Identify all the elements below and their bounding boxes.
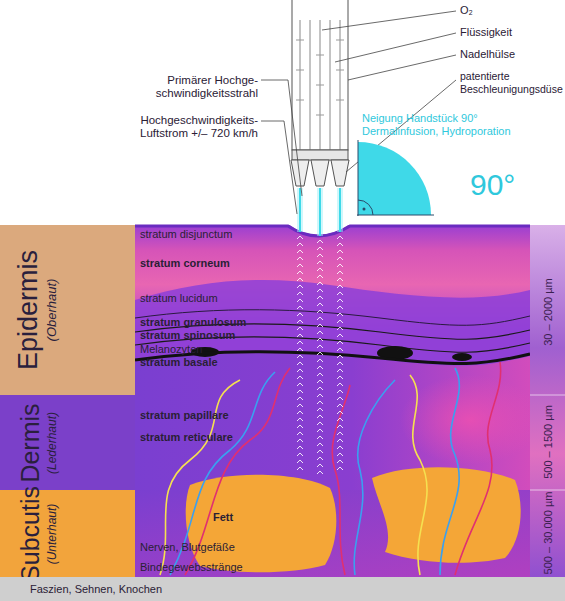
- air-stream: [317, 188, 323, 236]
- nozzle: [311, 160, 329, 186]
- text-label: stratum spinosum: [140, 329, 340, 342]
- layer-band: Faszien, Sehnen, Knochen: [0, 577, 565, 601]
- handpiece-body: [292, 0, 348, 150]
- text-label: Nadelhülse: [460, 48, 565, 61]
- jet-penetration: [295, 234, 305, 472]
- rotated-text-group: Epidermis(Oberhaut): [5, 225, 67, 395]
- layer-subtitle: (Oberhaut): [44, 279, 59, 342]
- text-label: patentierte Beschleunigungsdüse: [460, 70, 565, 96]
- jets: [295, 188, 345, 476]
- angle-quadrant: [357, 140, 434, 216]
- bar-divider: [530, 490, 565, 491]
- layer-name: Epidermis: [13, 250, 44, 370]
- band-label: Faszien, Sehnen, Knochen: [30, 582, 162, 596]
- text-label: Flüssigkeit: [460, 26, 565, 39]
- text-label: Melanozyten: [140, 343, 340, 356]
- rotated-text-group: Subcutis(Unterhaut): [5, 490, 67, 577]
- tube-line: [330, 20, 331, 150]
- thickness-label: 30 – 2000 µm: [542, 278, 555, 346]
- axis-line: [357, 215, 434, 216]
- thickness-bar: [530, 225, 565, 577]
- tube-hatch: [296, 40, 344, 115]
- quadrant: [358, 142, 431, 215]
- jet-penetration: [315, 238, 325, 476]
- jet-penetration: [335, 234, 345, 472]
- text-label: Neigung Handstück 90° Dermalinfusion, Hy…: [362, 112, 537, 138]
- fat-lobule: [186, 475, 337, 572]
- air-stream: [337, 188, 343, 232]
- thickness-label: 500 – 1500 µm: [542, 405, 555, 479]
- text-label: stratum papillare: [140, 409, 340, 422]
- melanocyte: [452, 353, 472, 361]
- thickness-label: 500 – 30.000 µm: [542, 492, 555, 575]
- text-label: Primärer Hochge- schwindigkeitsstrahl: [128, 74, 258, 100]
- leader-line: [348, 55, 456, 80]
- leader-line: [335, 33, 456, 62]
- rotated-text-group: Dermis(Lederhaut): [5, 395, 67, 490]
- text-label: Fett: [213, 511, 293, 524]
- fat-lobule: [372, 467, 521, 563]
- axis-line: [358, 140, 359, 216]
- layer-name: Subcutis: [15, 486, 44, 582]
- jet-line: [339, 188, 341, 232]
- text-label: Bindegewebsstränge: [140, 561, 340, 574]
- leader-line: [322, 11, 456, 30]
- jet-line: [299, 188, 301, 232]
- text-label: stratum lucidum: [140, 292, 340, 305]
- vein: [354, 380, 395, 575]
- jet-line: [319, 188, 321, 236]
- handpiece: [291, 0, 349, 186]
- text-label: stratum basale: [140, 356, 340, 369]
- text-label: 90°: [470, 168, 560, 202]
- tube-line: [310, 20, 311, 150]
- dermis-glow: [400, 375, 540, 465]
- leader-line: [261, 121, 297, 214]
- layer-band: Epidermis(Oberhaut): [0, 225, 135, 395]
- bar-divider: [530, 395, 565, 396]
- layer-name: Dermis: [15, 403, 44, 482]
- artery: [455, 362, 501, 575]
- angle-arc: [358, 200, 373, 215]
- layer-subtitle: (Lederhaut): [44, 411, 58, 473]
- layer-band: Subcutis(Unterhaut): [0, 490, 135, 577]
- nozzle: [331, 160, 349, 186]
- vein: [440, 368, 459, 575]
- text-label: stratum granulosum: [140, 316, 340, 329]
- angle-dot: [363, 208, 366, 211]
- layer-subtitle: (Unterhaut): [44, 503, 58, 564]
- text-label: Nerven, Blutgefäße: [140, 541, 340, 554]
- text-label: Hochgeschwindigkeits- Luftstrom +/– 720 …: [113, 114, 258, 140]
- nerve: [410, 375, 427, 575]
- text-label: stratum disjunctum: [140, 228, 340, 241]
- leader-line: [261, 80, 302, 196]
- layer-band: Dermis(Lederhaut): [0, 395, 135, 490]
- nozzle-plate: [292, 150, 348, 160]
- text-label: stratum corneum: [140, 257, 340, 270]
- text-label: stratum reticulare: [140, 431, 340, 444]
- text-label: O₂: [460, 4, 565, 17]
